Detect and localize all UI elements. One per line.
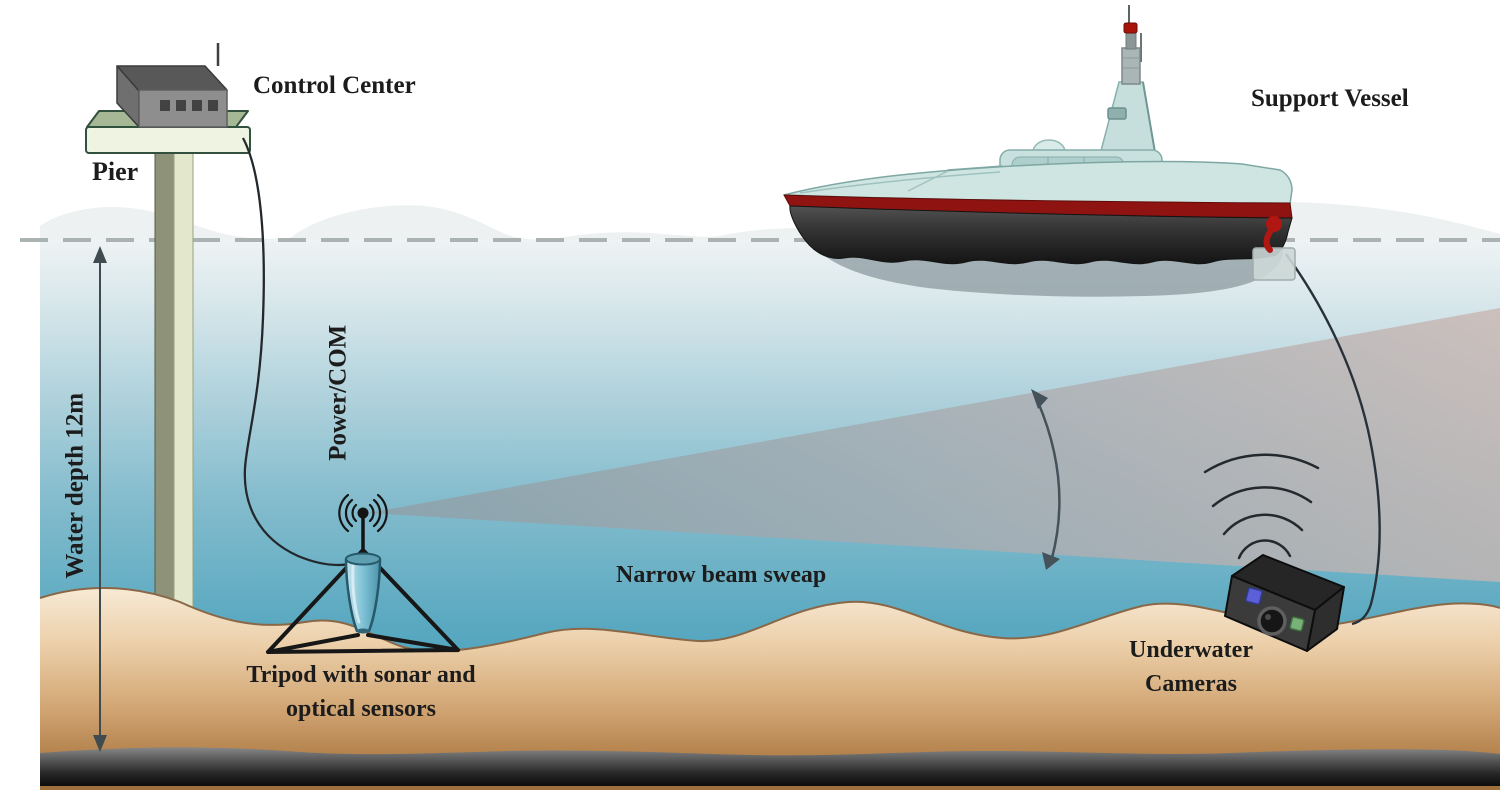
control-center-building bbox=[116, 43, 228, 128]
camera-tether-cable bbox=[1285, 253, 1381, 626]
tower-window bbox=[1107, 107, 1127, 120]
label-support-vessel: Support Vessel bbox=[1251, 85, 1409, 112]
mast-red-light bbox=[1123, 22, 1138, 34]
label-tripod-line1: Tripod with sonar and bbox=[246, 662, 476, 688]
depth-arrow bbox=[93, 246, 107, 752]
pier-column bbox=[154, 147, 194, 623]
label-underwater-cameras: Underwater Cameras bbox=[1105, 633, 1277, 701]
label-narrow-beam: Narrow beam sweap bbox=[616, 562, 827, 588]
label-tripod: Tripod with sonar and optical sensors bbox=[230, 658, 492, 726]
sonar-signal-arcs-icon bbox=[338, 493, 388, 533]
label-underwater-cameras-line2: Cameras bbox=[1145, 671, 1237, 697]
label-pier: Pier bbox=[92, 157, 139, 186]
label-water-depth: Water depth 12m bbox=[61, 392, 89, 579]
tripod-sonar-sensor bbox=[266, 493, 460, 654]
bedrock bbox=[40, 747, 1500, 786]
vessel-submerged-hull bbox=[804, 234, 1284, 297]
vessel-lower-hull bbox=[789, 205, 1293, 265]
label-underwater-cameras-line1: Underwater bbox=[1129, 637, 1253, 663]
power-com-cable bbox=[241, 137, 359, 567]
beam-sweep-arrow bbox=[1031, 389, 1061, 570]
camera-signal-arcs-icon bbox=[1203, 453, 1320, 560]
label-tripod-line2: optical sensors bbox=[286, 696, 436, 722]
label-power-com: Power/COM bbox=[324, 324, 352, 461]
stern-winch bbox=[1252, 216, 1296, 281]
sonar-beam bbox=[368, 308, 1500, 582]
underwater-camera bbox=[1203, 253, 1381, 652]
label-control-center: Control Center bbox=[253, 72, 416, 99]
support-vessel-boat bbox=[783, 5, 1296, 281]
vessel-mast bbox=[1121, 5, 1142, 85]
